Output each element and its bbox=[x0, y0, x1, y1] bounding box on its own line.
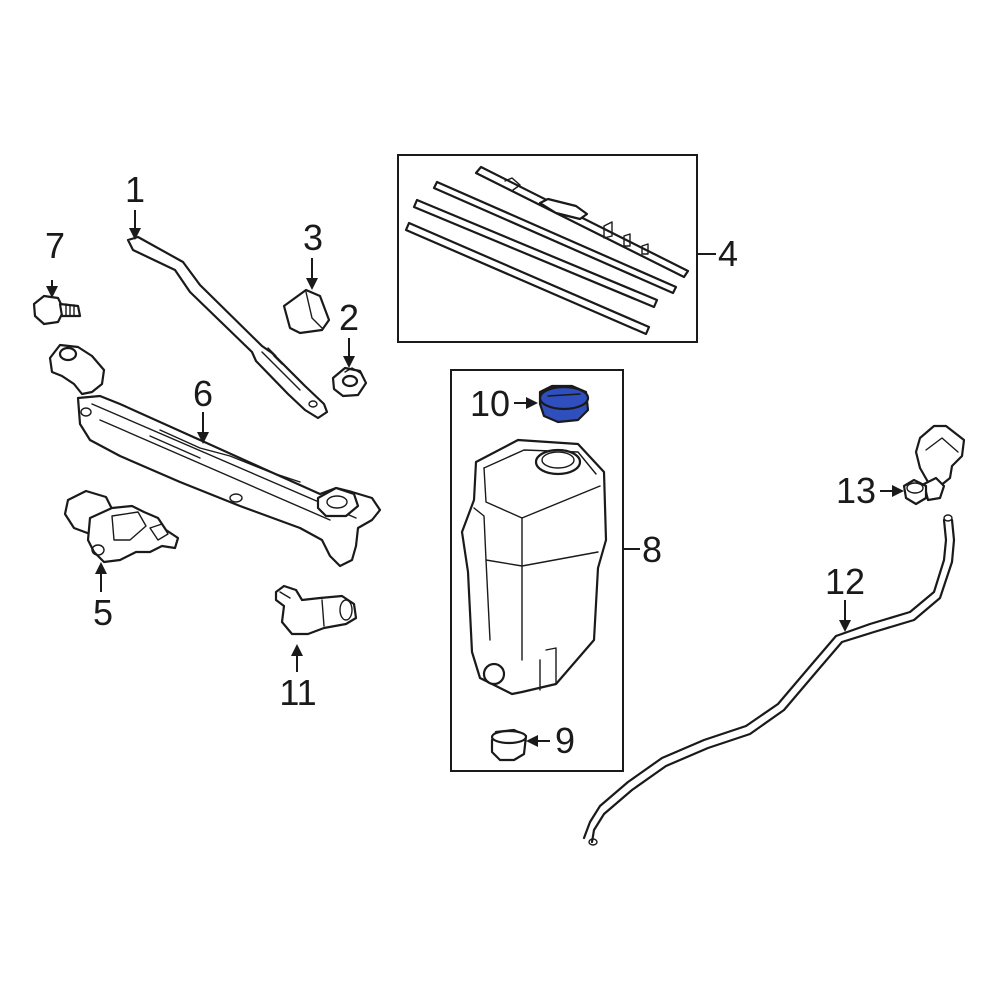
callout-10: 10 bbox=[470, 383, 510, 424]
wiper-arm-part[interactable] bbox=[126, 235, 329, 420]
washer-reservoir-part[interactable] bbox=[460, 438, 608, 696]
callout-6: 6 bbox=[193, 373, 213, 414]
reservoir-cap-part[interactable] bbox=[538, 384, 590, 424]
cap-top bbox=[538, 385, 590, 411]
callout-7: 7 bbox=[45, 225, 65, 266]
washer-nozzle-part[interactable] bbox=[902, 424, 966, 506]
callout-3: 3 bbox=[303, 217, 323, 258]
washer-hose-part[interactable] bbox=[582, 514, 956, 846]
callout-12: 12 bbox=[825, 561, 865, 602]
wiper-blade-part[interactable] bbox=[404, 165, 690, 336]
callout-4: 4 bbox=[718, 233, 738, 274]
wiper-blade-frame bbox=[397, 154, 698, 343]
callout-2: 2 bbox=[339, 297, 359, 338]
nut-part[interactable] bbox=[331, 366, 368, 398]
wiper-linkage-part[interactable] bbox=[48, 343, 382, 568]
bolt-part[interactable] bbox=[32, 294, 82, 326]
arm-cap-part[interactable] bbox=[282, 288, 331, 335]
callout-8: 8 bbox=[642, 529, 662, 570]
callout-leaders bbox=[46, 210, 904, 747]
callout-9: 9 bbox=[555, 720, 575, 761]
reservoir-frame bbox=[450, 369, 624, 772]
callout-11: 11 bbox=[279, 672, 316, 713]
callout-1: 1 bbox=[125, 169, 145, 210]
washer-pump-part[interactable] bbox=[274, 584, 358, 636]
callout-13: 13 bbox=[836, 470, 876, 511]
pump-grommet-part[interactable] bbox=[490, 728, 528, 762]
callout-5: 5 bbox=[93, 592, 113, 633]
wiper-motor-part[interactable] bbox=[63, 489, 180, 564]
